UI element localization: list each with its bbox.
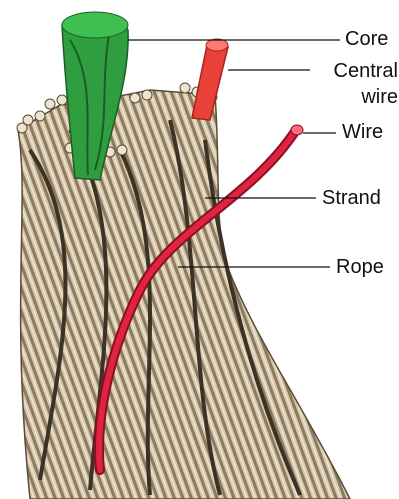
label-central-wire: Central wire bbox=[316, 58, 398, 110]
label-rope: Rope bbox=[336, 255, 384, 279]
label-wire: Wire bbox=[342, 120, 383, 144]
central-wire-top bbox=[206, 39, 228, 51]
central-wire-body bbox=[192, 45, 228, 120]
label-strand: Strand bbox=[322, 186, 381, 210]
single-wire-end bbox=[291, 125, 303, 135]
rope-body bbox=[17, 83, 350, 499]
central-wire bbox=[192, 39, 228, 120]
core-top bbox=[62, 12, 128, 38]
label-core: Core bbox=[345, 27, 388, 51]
